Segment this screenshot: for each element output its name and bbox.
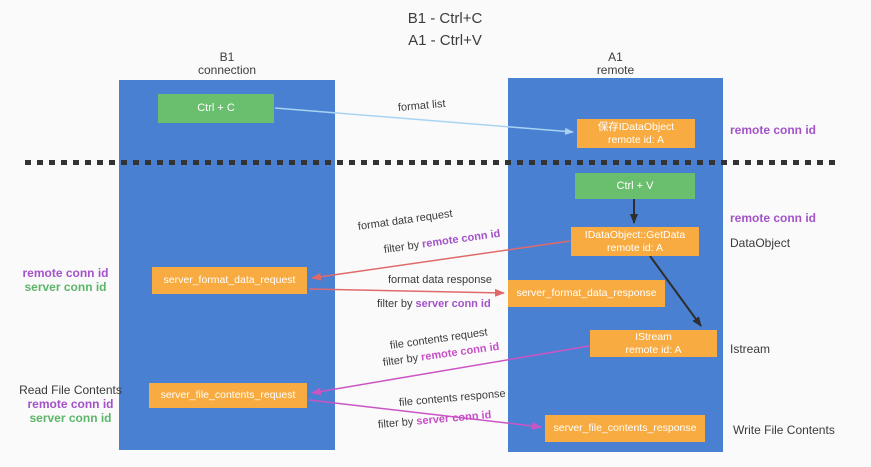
label-file-contents-response: file contents response [398,387,507,409]
diagram-title: B1 - Ctrl+C A1 - Ctrl+V [345,8,545,52]
node-istream-line1: IStream [635,330,672,343]
node-server-format-data-response: server_format_data_response [508,280,665,307]
label-server-conn-id-left-bottom: server conn id [29,411,112,425]
node-server-format-data-request: server_format_data_request [152,267,307,294]
label-group-read-file: Read File Contents remote conn id server… [18,383,123,425]
label-remote-conn-id-left-bottom: remote conn id [27,397,114,411]
node-getdata-line2: remote id: A [606,241,664,254]
node-ctrl-c: Ctrl + C [158,94,274,123]
node-server-file-contents-response: server_file_contents_response [545,415,705,442]
lane-b1-subtitle: connection [197,63,257,77]
filter-by-text: filter by [383,238,423,256]
label-server-conn-id-left-top: server conn id [24,280,107,294]
label-write-file-contents: Write File Contents [733,423,835,437]
node-istream-line2: remote id: A [625,343,682,356]
arrow-format-data-response [308,288,505,297]
label-dataobject: DataObject [730,236,791,250]
lane-a1-subtitle: remote [596,63,635,77]
label-filter-server-2: filter by server conn id [377,409,491,431]
remote-conn-id-text: remote conn id [421,227,502,251]
label-remote-conn-id-right-top: remote conn id [730,123,817,137]
label-group-left-conn-ids: remote conn id server conn id [18,266,113,294]
node-istream: IStream remote id: A [590,330,717,357]
lane-header-a1: A1 remote [508,51,723,77]
label-remote-conn-id-right-mid: remote conn id [730,211,817,225]
title-line-1: B1 - Ctrl+C [407,10,483,27]
lane-header-b1: B1 connection [119,51,335,77]
lane-a1-title: A1 [608,50,623,64]
title-line-2: A1 - Ctrl+V [408,32,482,49]
node-server-file-contents-request: server_file_contents_request [149,383,307,408]
node-idataobject-getdata: IDataObject::GetData remote id: A [571,227,699,256]
node-getdata-line1: IDataObject::GetData [584,228,686,241]
label-remote-conn-id-left-top: remote conn id [22,266,109,280]
filter-by-text: filter by [382,351,422,369]
label-read-file-contents: Read File Contents [19,383,122,397]
label-format-data-response: format data response [388,274,492,286]
lane-b1-title: B1 [219,50,235,64]
server-conn-id-text: server conn id [415,409,492,428]
label-istream: Istream [730,342,771,356]
node-ctrl-v: Ctrl + V [575,173,695,199]
label-filter-server-1: filter by server conn id [377,298,491,310]
node-save-idataobject: 保存IDataObject remote id: A [577,119,695,148]
node-save-idataobject-line2: remote id: A [607,133,665,146]
dashed-separator [25,160,837,165]
filter-by-text: filter by [377,298,416,310]
node-save-idataobject-line1: 保存IDataObject [597,120,675,133]
server-conn-id-text: server conn id [415,298,491,310]
filter-by-text: filter by [377,415,417,431]
label-filter-remote-1: filter by remote conn id [383,228,501,256]
label-format-data-request: format data request [357,207,454,233]
label-format-list: format list [397,97,447,114]
